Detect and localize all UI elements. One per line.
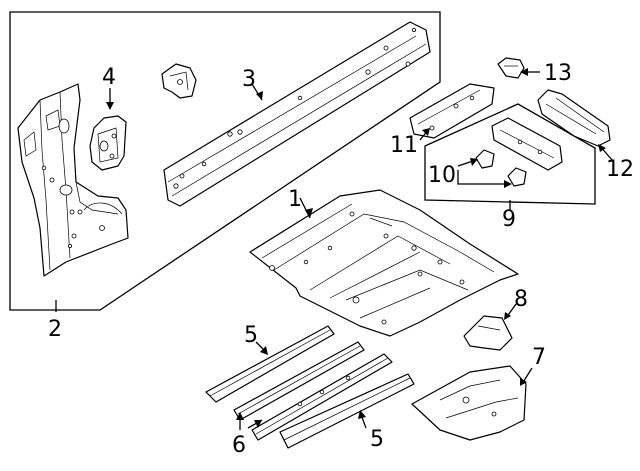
part-9-bracket — [491, 117, 563, 171]
callout-5-lower: 5 — [370, 427, 384, 452]
part-13-clip — [497, 57, 525, 79]
callout-6: 6 — [232, 433, 246, 458]
part-6-rocker — [233, 341, 393, 441]
group-box-9 — [424, 103, 596, 205]
part-8-bracket — [463, 315, 513, 351]
callout-11: 11 — [390, 133, 418, 158]
callout-4: 4 — [102, 65, 116, 90]
part-10-clip-upper — [475, 149, 495, 169]
callout-7: 7 — [532, 345, 546, 370]
callout-3: 3 — [242, 67, 256, 92]
callout-1: 1 — [288, 187, 302, 212]
part-5-sill-upper — [205, 325, 335, 403]
callout-10: 10 — [428, 163, 456, 188]
callout-13: 13 — [544, 61, 572, 86]
callout-2: 2 — [48, 317, 62, 342]
callout-5-upper: 5 — [244, 323, 258, 348]
part-7-rear-floor — [411, 365, 527, 441]
group-box-2 — [9, 11, 441, 311]
part-3-rail — [163, 21, 431, 207]
callout-9: 9 — [502, 207, 516, 232]
part-12-bracket — [537, 89, 611, 147]
part-2-pillar — [17, 83, 129, 277]
part-11-reinforcement — [409, 83, 495, 139]
callout-8: 8 — [514, 287, 528, 312]
part-10-clip-lower — [507, 167, 527, 187]
part-3-mount-bracket — [161, 63, 197, 99]
leader-lines — [55, 68, 613, 430]
part-5-sill-lower — [279, 373, 415, 449]
callout-12: 12 — [606, 157, 634, 182]
part-1-floor-pan — [249, 189, 519, 337]
part-4-bracket — [89, 115, 127, 171]
